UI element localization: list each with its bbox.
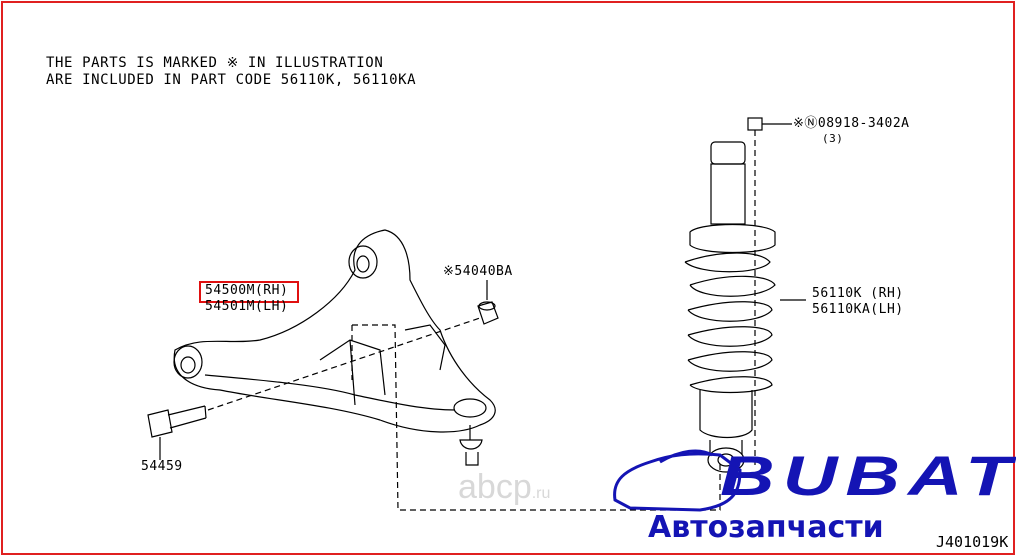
lower-control-arm — [173, 229, 496, 466]
label-bushing: ※54040BA — [443, 264, 513, 279]
label-nut: ※Ⓝ08918-3402A — [793, 116, 910, 131]
highlight-box — [199, 281, 299, 303]
watermark-text: abcp — [458, 468, 532, 506]
label-strut-rh[interactable]: 56110K (RH) — [812, 286, 904, 301]
leader-lines — [207, 130, 756, 511]
logo-name: BUBAT — [720, 444, 1016, 507]
label-bolt[interactable]: 54459 — [141, 459, 183, 474]
label-arm-rh[interactable]: 54500M(RH) — [205, 283, 289, 298]
bolt-54459 — [147, 405, 207, 460]
header-line-1: THE PARTS IS MARKED ※ IN ILLUSTRATION — [46, 55, 384, 71]
logo-tagline: Автозапчасти — [648, 510, 884, 545]
watermark-suffix: .ru — [531, 485, 551, 502]
bushing-54040BA — [477, 280, 499, 325]
header-line-2: ARE INCLUDED IN PART CODE 56110K, 56110K… — [46, 72, 417, 88]
label-strut-lh[interactable]: 56110KA(LH) — [812, 302, 904, 317]
diagram-code: J401019K — [936, 533, 1009, 551]
watermark: abcp.ru — [458, 468, 550, 513]
label-nut-qty: (3) — [822, 132, 844, 145]
label-arm-lh[interactable]: 54501M(LH) — [205, 299, 289, 314]
shock-absorber-assembly — [684, 117, 806, 473]
